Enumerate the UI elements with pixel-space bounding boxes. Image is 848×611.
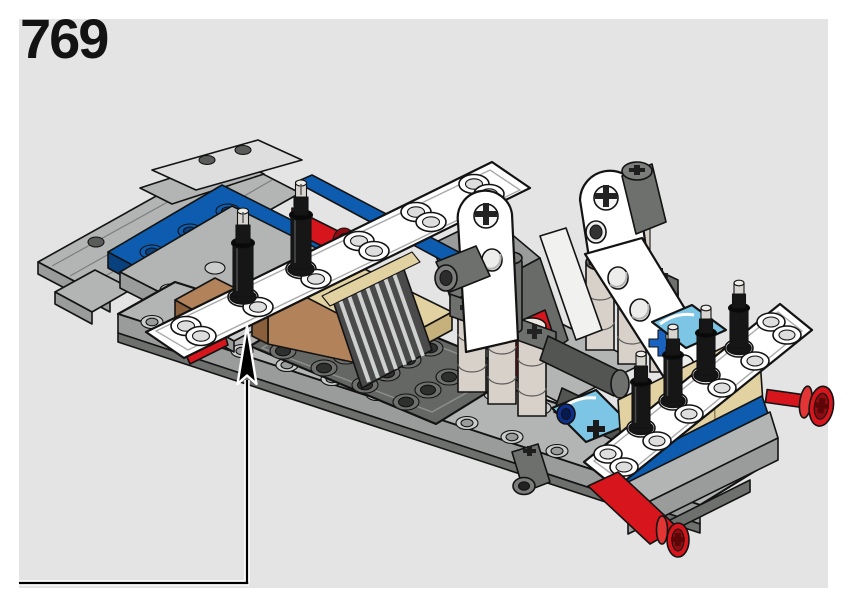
red-axle-hub-upper (764, 385, 835, 427)
white-plate-left (144, 160, 532, 360)
hanging-dark-pin (511, 443, 551, 496)
black-pin (660, 323, 686, 409)
white-liftarms (434, 161, 722, 403)
callout-arrow (236, 324, 258, 386)
azure-slope-lower (550, 388, 632, 444)
red-axle-connectors (587, 385, 835, 558)
white-plate-right (582, 279, 814, 490)
callout-box-border (19, 380, 250, 586)
black-pin (628, 350, 654, 436)
black-pin (229, 207, 257, 305)
dark-axle-connector-top (621, 161, 667, 235)
dark-elbow-connector (434, 245, 491, 293)
white-liftarm-tall (578, 169, 722, 403)
step-number: 769 (20, 7, 109, 70)
red-axle-hub-lower (587, 471, 690, 558)
black-pin (693, 304, 719, 383)
back-top-plates (139, 139, 303, 205)
callout (19, 324, 258, 586)
black-pin (287, 179, 315, 277)
black-pin (726, 279, 752, 356)
